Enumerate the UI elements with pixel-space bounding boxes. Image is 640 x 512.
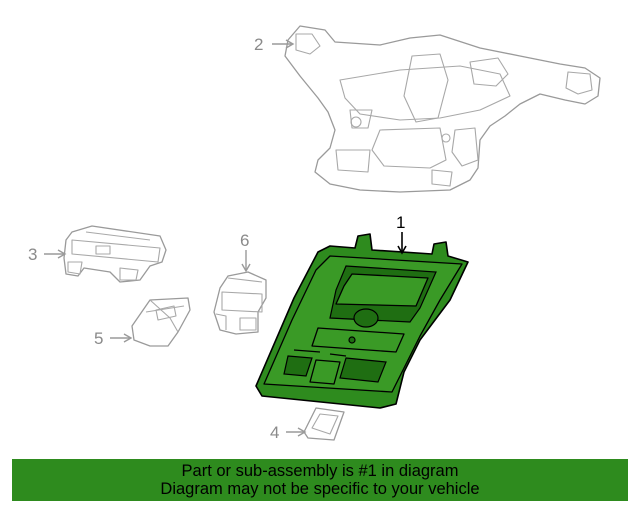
part-5-switch: 5 [94,297,191,348]
banner-line-2: Diagram may not be specific to your vehi… [160,480,480,498]
part-4-lens: 4 [270,407,345,442]
callout-4: 4 [270,423,279,442]
callout-1: 1 [396,213,405,232]
part-6-switch-module: 6 [213,231,267,335]
disclaimer-banner: Part or sub-assembly is #1 in diagram Di… [12,459,628,501]
callout-3: 3 [28,245,37,264]
banner-line-1: Part or sub-assembly is #1 in diagram [181,462,459,480]
part-2-mounting-bracket: 2 [254,25,601,193]
callout-6: 6 [240,231,249,250]
part-1-overhead-console: 1 [255,213,469,409]
callout-5: 5 [94,329,103,348]
part-3-module-housing: 3 [28,225,167,283]
callout-2: 2 [254,35,263,54]
